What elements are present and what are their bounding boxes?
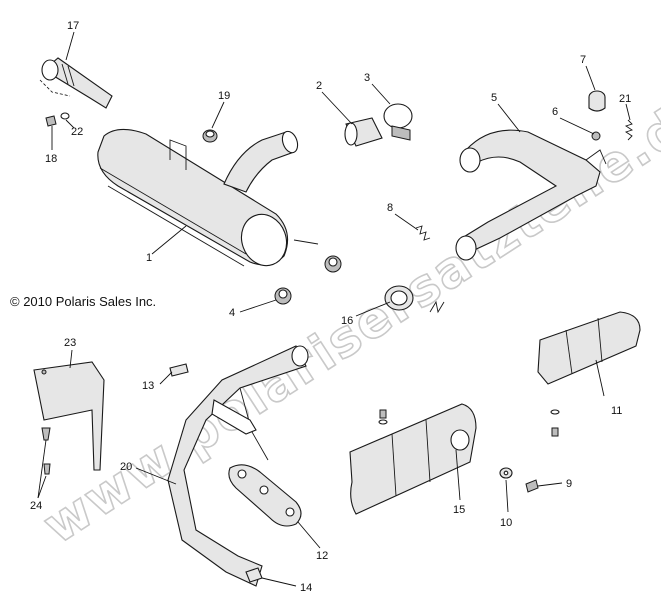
muffler-part [97,128,319,267]
callout-22: 22 [71,126,83,138]
callout-12: 12 [316,550,328,562]
callout-7: 7 [580,54,586,66]
washer-part [60,112,70,120]
screw-part [45,115,57,127]
screw-left-part [41,427,51,475]
callout-4: 4 [229,307,235,319]
head-pipe-part [455,129,607,261]
callout-labels: 1 2 3 4 5 6 7 8 9 10 11 12 13 14 15 16 1… [30,20,631,594]
callout-6: 6 [552,106,558,118]
exhaust-gasket-part [228,464,302,527]
callout-20: 20 [120,461,132,473]
callout-19: 19 [218,90,230,102]
callout-23: 23 [64,337,76,349]
callout-13: 13 [142,380,154,392]
grommet-part [202,129,218,143]
callout-1: 1 [146,252,152,264]
seal-ring-part [384,285,414,311]
callout-21: 21 [619,93,631,105]
exhaust-seal-part [344,117,383,147]
leader-lines [37,31,631,587]
callout-24: 24 [30,500,42,512]
exhaust-clamp-part [383,103,413,141]
spark-arrestor-part [39,57,113,109]
callout-18: 18 [45,153,57,165]
cap-part [588,90,606,112]
callout-11: 11 [611,405,622,417]
heat-shield-small-part [537,311,641,437]
washer-lower-part [499,467,513,479]
callout-3: 3 [364,72,370,84]
callout-8: 8 [387,202,393,214]
copyright-text: © 2010 Polaris Sales Inc. [10,294,156,309]
header-pipe-part [167,345,309,587]
callout-10: 10 [500,517,512,529]
spring-middle-part [415,225,431,241]
bolt-part [169,363,189,377]
callout-16: 16 [341,315,353,327]
spring-upper-part [624,119,634,141]
callout-17: 17 [67,20,79,32]
screw-lower-part [525,479,539,493]
grommet-lower-part [274,287,292,305]
heat-shield-bracket-part [33,361,105,471]
callout-9: 9 [566,478,572,490]
grommet-mid-part [324,255,342,273]
spring-lower-part [429,300,445,314]
callout-5: 5 [491,92,497,104]
heat-shield-part [349,403,477,515]
callout-14: 14 [300,582,312,594]
callout-2: 2 [316,80,322,92]
callout-15: 15 [453,504,465,516]
